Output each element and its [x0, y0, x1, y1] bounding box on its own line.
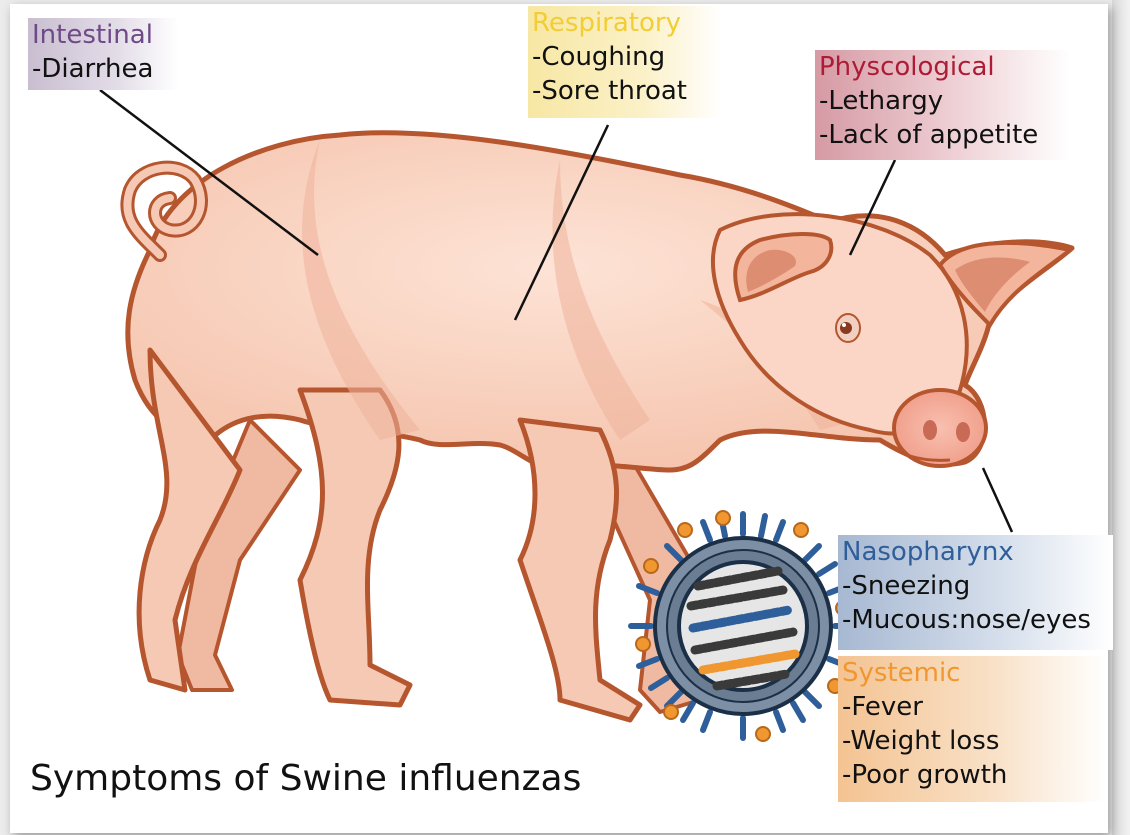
label-nasopharynx: Nasopharynx -Sneezing -Mucous:nose/eyes	[838, 535, 1113, 650]
physcological-symptom: -Lack of appetite	[815, 118, 1070, 152]
nasopharynx-symptom: -Mucous:nose/eyes	[838, 603, 1113, 637]
label-intestinal: Intestinal -Diarrhea	[28, 18, 178, 90]
respiratory-symptom: -Sore throat	[528, 74, 722, 108]
respiratory-symptom: -Coughing	[528, 40, 722, 74]
systemic-symptom: -Weight loss	[838, 724, 1106, 758]
intestinal-symptom: -Diarrhea	[28, 52, 178, 86]
respiratory-heading: Respiratory	[528, 6, 722, 40]
physcological-symptom: -Lethargy	[815, 84, 1070, 118]
label-physcological: Physcological -Lethargy -Lack of appetit…	[815, 50, 1070, 160]
systemic-heading: Systemic	[838, 656, 1106, 690]
systemic-symptom: -Poor growth	[838, 758, 1106, 792]
label-respiratory: Respiratory -Coughing -Sore throat	[528, 6, 722, 118]
systemic-symptom: -Fever	[838, 690, 1106, 724]
physcological-heading: Physcological	[815, 50, 1070, 84]
intestinal-heading: Intestinal	[28, 18, 178, 52]
diagram-title: Symptoms of Swine influenzas	[30, 758, 581, 799]
influenza-virus-icon	[631, 511, 855, 741]
nasopharynx-symptom: -Sneezing	[838, 569, 1113, 603]
page-edge	[1112, 0, 1130, 835]
nasopharynx-heading: Nasopharynx	[838, 535, 1113, 569]
label-systemic: Systemic -Fever -Weight loss -Poor growt…	[838, 656, 1106, 802]
